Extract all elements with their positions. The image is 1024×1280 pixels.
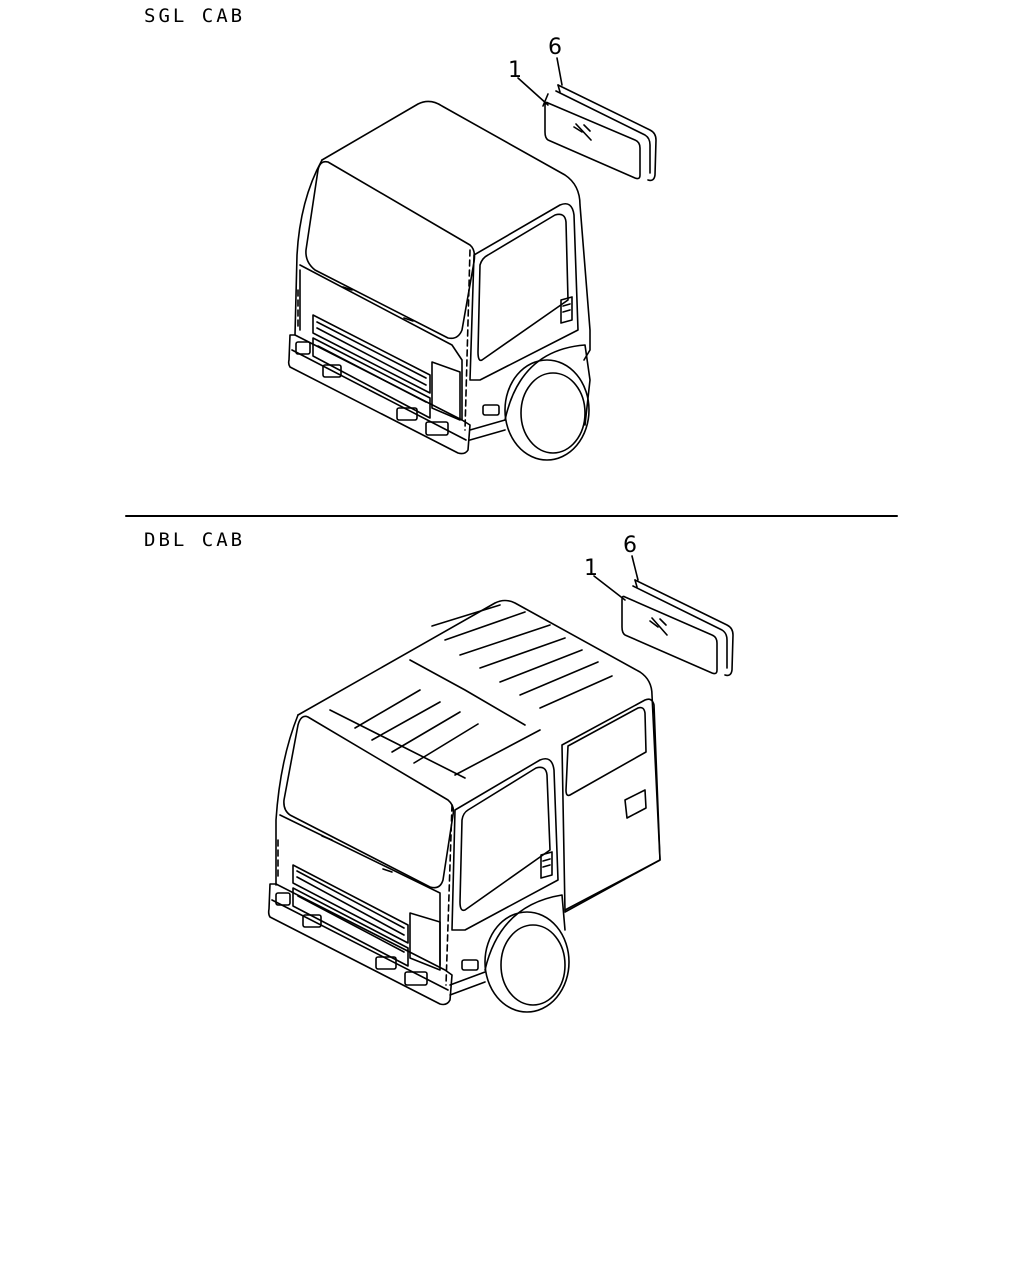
callout-6-sgl: 6 [548,35,562,60]
dbl-cab-truck [269,601,660,1013]
leader-6-sgl [557,58,562,85]
callout-6-dbl: 6 [623,533,637,558]
leader-6-dbl [632,556,638,580]
callout-1-dbl: 1 [584,556,598,581]
callout-1-sgl: 1 [508,58,522,83]
section-label-sgl-cab: SGL CAB [144,5,246,27]
sgl-glass-part-1 [543,94,640,179]
leader-1-sgl [518,78,548,105]
sgl-glass-part-6 [556,85,656,180]
dbl-glass-part-6 [633,580,733,675]
leader-1-dbl [594,576,625,600]
section-label-dbl-cab: DBL CAB [144,529,246,551]
sgl-cab-truck [289,101,590,460]
dbl-glass-part-1 [622,596,717,673]
